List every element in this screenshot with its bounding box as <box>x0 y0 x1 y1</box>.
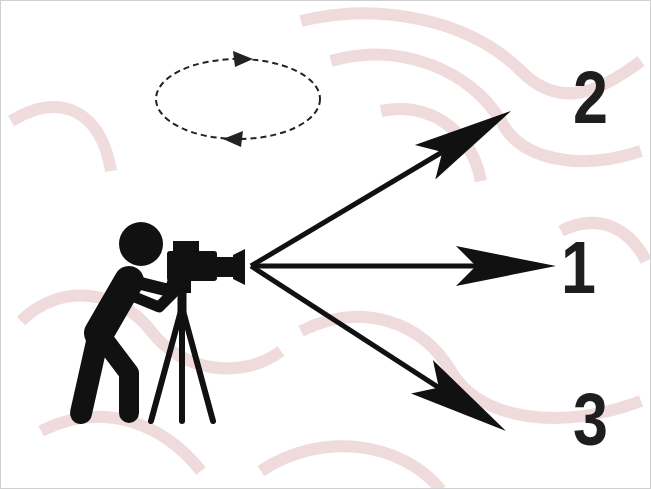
callout-number: 2 <box>573 61 608 135</box>
callout-number: 3 <box>573 383 608 457</box>
tripod <box>151 281 213 421</box>
direction-arrows <box>251 111 556 431</box>
rotation-ellipse <box>156 51 320 147</box>
callout-number: 1 <box>561 231 596 305</box>
video-camera <box>167 241 245 285</box>
watermark-pattern <box>11 13 646 489</box>
